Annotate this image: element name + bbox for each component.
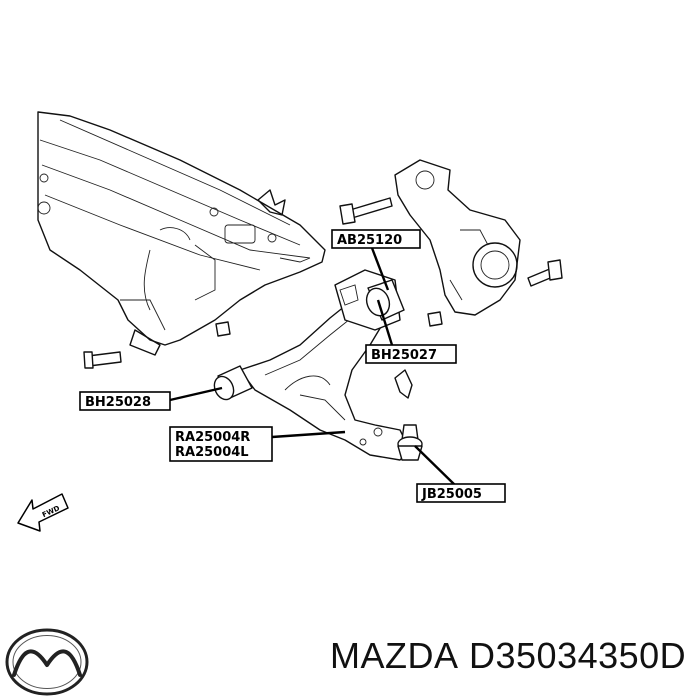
mazda-logo-icon — [5, 628, 89, 696]
subframe — [37, 111, 326, 356]
ball-joint-jb25005 — [397, 424, 423, 461]
fwd-arrow-icon: FWD — [17, 493, 69, 532]
long-bolt — [339, 197, 393, 225]
bushing-bh25028 — [213, 365, 253, 401]
leader-ra25004 — [271, 430, 346, 439]
knuckle-bolt — [527, 259, 563, 287]
brand-part-number: MAZDA D35034350D — [330, 635, 686, 677]
label-ab25120: AB25120 — [331, 229, 421, 249]
leader-ab25120 — [370, 247, 390, 291]
nut-small — [215, 321, 231, 337]
svg-text:RA25004R: RA25004R — [175, 430, 250, 445]
leader-jb25005 — [414, 445, 459, 489]
front-bolt — [83, 351, 122, 369]
svg-text:BH25028: BH25028 — [85, 395, 151, 410]
steering-knuckle — [394, 159, 521, 316]
svg-text:BH25027: BH25027 — [371, 348, 437, 363]
label-jb25005: JB25005 — [416, 483, 506, 503]
knuckle-nut — [427, 311, 443, 327]
svg-text:RA25004L: RA25004L — [175, 445, 249, 460]
leader-bh25027 — [376, 299, 394, 346]
brand-name: MAZDA — [330, 635, 459, 676]
leader-bh25028 — [169, 386, 223, 402]
label-ra25004: RA25004R RA25004L — [169, 426, 273, 462]
svg-text:JB25005: JB25005 — [421, 487, 482, 502]
ball-joint-clip — [394, 369, 413, 399]
clip — [257, 189, 286, 216]
part-number: D35034350D — [469, 635, 687, 676]
label-bh25027: BH25027 — [365, 344, 457, 364]
label-bh25028: BH25028 — [79, 391, 171, 411]
bushing-bh25027 — [339, 279, 405, 321]
svg-text:AB25120: AB25120 — [337, 233, 402, 248]
